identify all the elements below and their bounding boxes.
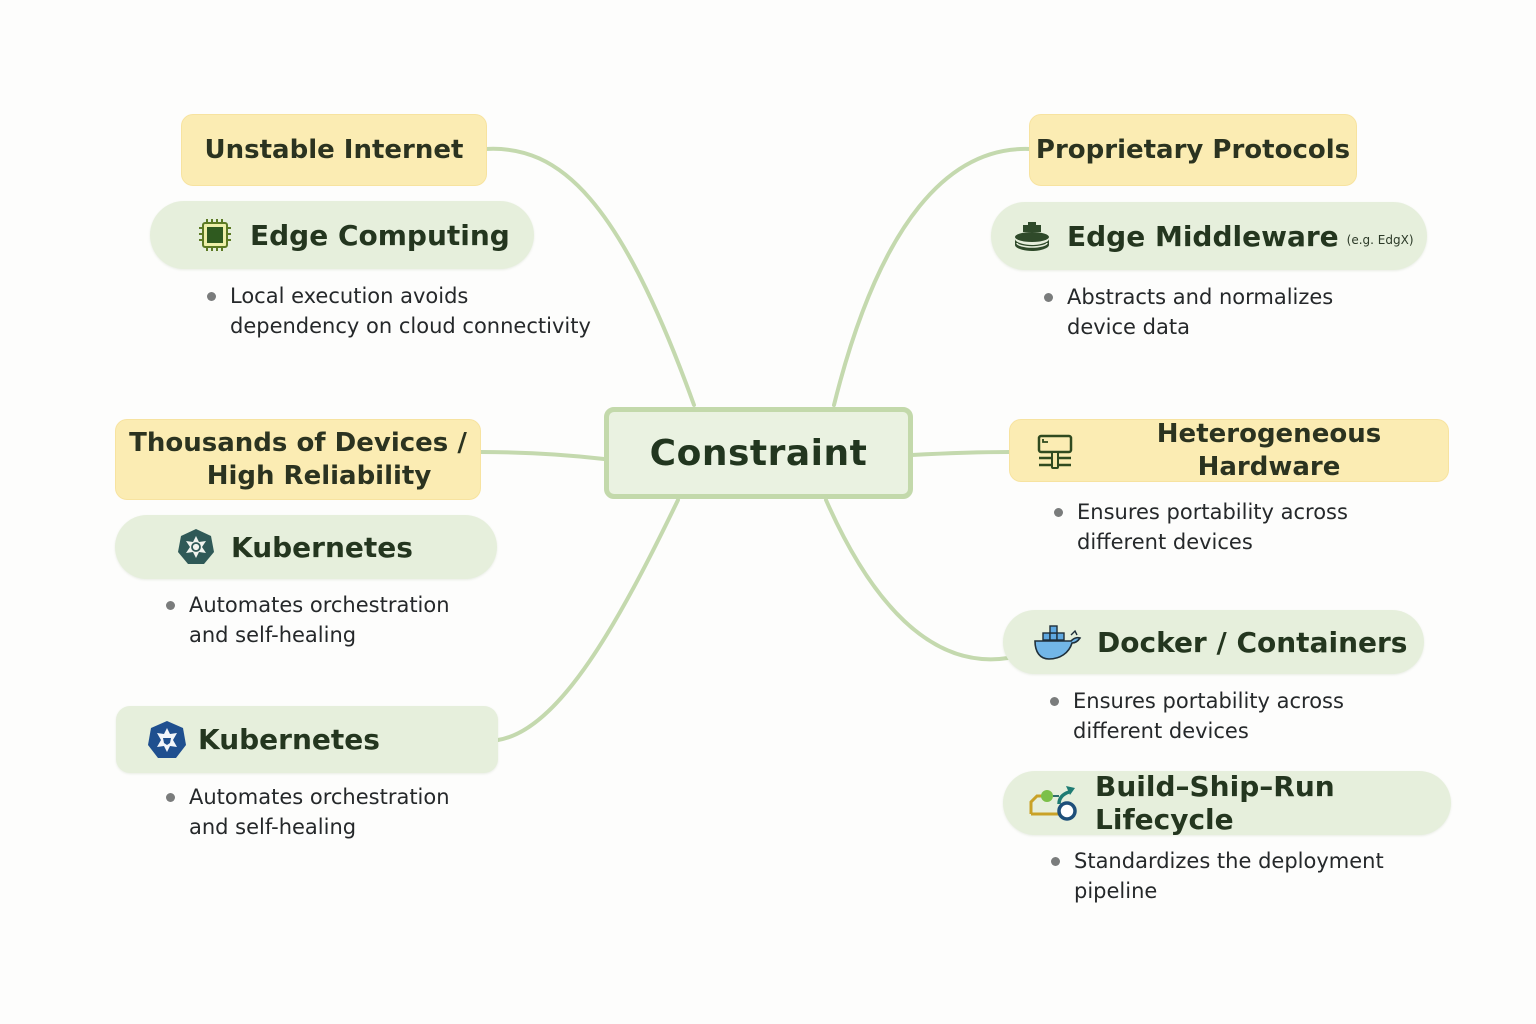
bullet-line: dependency on cloud connectivity: [230, 314, 591, 338]
connector-proprietary-protocols: [832, 146, 1032, 407]
solution-note: (e.g. EdgX): [1346, 233, 1414, 247]
bullet-heterogeneous-hardware: Ensures portability across different dev…: [1054, 497, 1497, 557]
solution-label: Kubernetes: [231, 530, 413, 564]
solution-label: Edge Computing: [250, 218, 510, 252]
solution-edge-computing[interactable]: Edge Computing: [150, 201, 534, 269]
bullet-dot: [1044, 293, 1053, 302]
solution-edge-middleware[interactable]: Edge Middleware (e.g. EdgX): [991, 202, 1427, 270]
bullet-line: and self-healing: [189, 623, 357, 647]
solution-label: Edge Middleware: [1067, 219, 1339, 253]
bullet-dot: [1054, 508, 1063, 517]
middleware-stack-icon: [1011, 215, 1053, 257]
solution-build-ship-run[interactable]: Build–Ship–Run Lifecycle: [1003, 770, 1451, 836]
constraint-label-line: High Reliability: [206, 460, 432, 491]
constraint-unstable-internet[interactable]: Unstable Internet: [181, 114, 487, 186]
bullet-line: Automates orchestration: [189, 785, 450, 809]
center-node-constraint[interactable]: Constraint: [604, 407, 913, 499]
bullet-edge-middleware: Abstracts and normalizes device data: [1044, 282, 1487, 342]
constraint-label-line: Thousands of Devices /: [129, 427, 467, 458]
solution-label: Build–Ship–Run Lifecycle: [1095, 770, 1335, 836]
constraint-label: Heterogeneous Hardware: [1156, 418, 1382, 482]
constraint-thousands-of-devices[interactable]: Thousands of Devices / High Reliability: [115, 419, 481, 500]
bullet-dot: [1051, 857, 1060, 866]
constraint-proprietary-protocols[interactable]: Proprietary Protocols: [1029, 114, 1357, 186]
docker-whale-icon: [1031, 621, 1083, 663]
bullet-line: different devices: [1077, 530, 1253, 554]
cpu-chip-icon: [194, 214, 236, 256]
bullet-edge-computing: Local execution avoids dependency on clo…: [207, 281, 650, 341]
bullet-line: Local execution avoids: [230, 284, 469, 308]
bullet-line: pipeline: [1074, 879, 1158, 903]
kubernetes-icon: [146, 719, 188, 761]
constraint-label: Proprietary Protocols: [1035, 134, 1351, 165]
hardware-board-icon: [1034, 430, 1076, 472]
bullet-dot: [207, 292, 216, 301]
bullet-line: and self-healing: [189, 815, 357, 839]
bullet-line: Ensures portability across: [1077, 500, 1348, 524]
lifecycle-pipeline-icon: [1027, 782, 1083, 824]
solution-label: Kubernetes: [198, 723, 380, 756]
solution-kubernetes-top[interactable]: Kubernetes: [115, 515, 497, 579]
kubernetes-icon: [175, 526, 217, 568]
bullet-build-ship-run: Standardizes the deployment pipeline: [1051, 846, 1494, 906]
bullet-line: device data: [1067, 315, 1190, 339]
connector-heterogeneous-hardware: [910, 450, 1012, 457]
bullet-kubernetes-bottom: Automates orchestration and self-healing: [166, 782, 609, 842]
connector-thousands-devices: [478, 450, 606, 461]
bullet-dot: [166, 601, 175, 610]
solution-docker-containers[interactable]: Docker / Containers: [1003, 610, 1424, 674]
bullet-line: Abstracts and normalizes: [1067, 285, 1334, 309]
bullet-line: Standardizes the deployment: [1074, 849, 1384, 873]
bullet-kubernetes-top: Automates orchestration and self-healing: [166, 590, 609, 650]
bullet-dot: [166, 793, 175, 802]
constraint-label: Unstable Internet: [204, 134, 464, 165]
connector-unstable-internet: [484, 146, 696, 407]
connector-docker: [824, 498, 1010, 662]
bullet-line: Automates orchestration: [189, 593, 450, 617]
bullet-line: different devices: [1073, 719, 1249, 743]
bullet-dot: [1050, 697, 1059, 706]
bullet-line: Ensures portability across: [1073, 689, 1344, 713]
solution-kubernetes-bottom[interactable]: Kubernetes: [116, 706, 498, 773]
constraint-heterogeneous-hardware[interactable]: Heterogeneous Hardware: [1009, 419, 1449, 482]
center-label: Constraint: [649, 432, 868, 474]
bullet-docker-containers: Ensures portability across different dev…: [1050, 686, 1493, 746]
solution-label: Docker / Containers: [1097, 625, 1408, 659]
